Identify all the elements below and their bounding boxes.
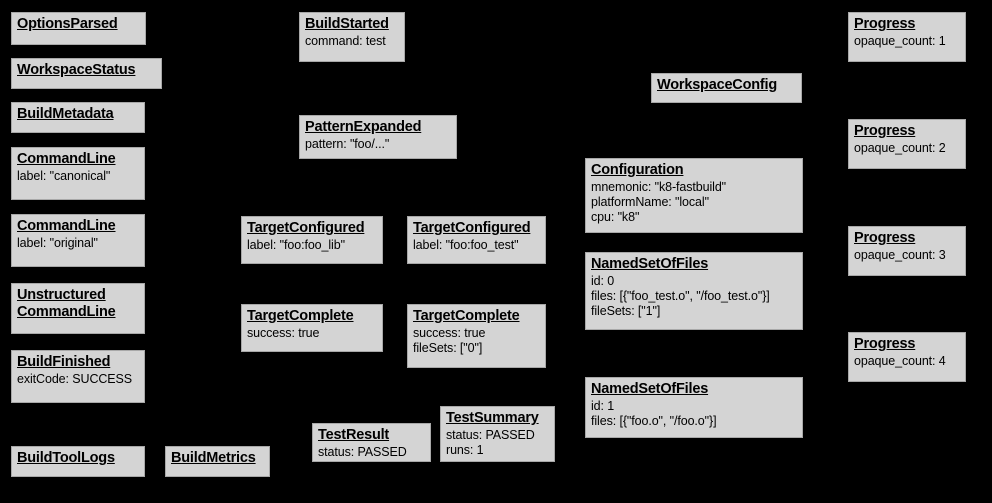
node-field: files: [{"foo_test.o", "/foo_test.o"}] [591,288,770,303]
node-title: OptionsParsed [17,16,118,32]
node-build-started[interactable]: BuildStarted command: test [299,12,405,62]
node-title: TestResult [318,427,390,443]
node-title: TargetComplete [247,308,354,324]
node-field: status: PASSED [446,428,535,443]
node-progress-3[interactable]: Progress opaque_count: 3 [848,226,966,276]
node-title: Progress [854,123,916,139]
node-field: opaque_count: 4 [854,354,946,369]
node-title: BuildMetadata [17,106,114,122]
node-target-configured-foo-test[interactable]: TargetConfigured label: "foo:foo_test" [407,216,546,264]
node-title: Progress [854,16,916,32]
node-field: runs: 1 [446,442,484,457]
node-title: BuildFinished [17,354,111,370]
node-field: files: [{"foo.o", "/foo.o"}] [591,413,717,428]
node-title: TargetConfigured [247,220,365,236]
node-build-metadata[interactable]: BuildMetadata [11,102,145,133]
node-workspace-status[interactable]: WorkspaceStatus [11,58,162,89]
node-build-tool-logs[interactable]: BuildToolLogs [11,446,145,477]
node-command-line-canonical[interactable]: CommandLine label: "canonical" [11,147,145,200]
node-title: Progress [854,336,916,352]
node-command-line-original[interactable]: CommandLine label: "original" [11,214,145,267]
node-field: opaque_count: 1 [854,34,946,49]
node-progress-1[interactable]: Progress opaque_count: 1 [848,12,966,62]
node-configuration[interactable]: Configuration mnemonic: "k8-fastbuild"pla… [585,158,803,233]
node-unstructured-command-line[interactable]: Unstructured CommandLine [11,283,145,334]
node-field: fileSets: ["0"] [413,340,483,355]
node-title: WorkspaceConfig [657,77,778,93]
node-title: WorkspaceStatus [17,62,136,78]
node-field: cpu: "k8" [591,209,640,224]
node-field: fileSets: ["1"] [591,303,661,318]
node-test-result[interactable]: TestResult status: PASSED [312,423,431,462]
node-title: PatternExpanded [305,119,422,135]
node-title: TargetConfigured [413,220,531,236]
node-field: pattern: "foo/..." [305,137,390,152]
node-field: label: "original" [17,236,98,251]
node-field: id: 1 [591,399,615,414]
node-field: command: test [305,34,386,49]
node-target-configured-foo-lib[interactable]: TargetConfigured label: "foo:foo_lib" [241,216,383,264]
node-pattern-expanded[interactable]: PatternExpanded pattern: "foo/..." [299,115,457,159]
node-title: Progress [854,230,916,246]
node-title: NamedSetOfFiles [591,256,709,272]
node-title: Unstructured CommandLine [17,287,116,321]
node-field: mnemonic: "k8-fastbuild" [591,180,727,195]
node-field: status: PASSED [318,445,407,460]
node-field: exitCode: SUCCESS [17,372,133,387]
node-title: BuildStarted [305,16,389,32]
node-progress-2[interactable]: Progress opaque_count: 2 [848,119,966,169]
node-title: BuildMetrics [171,450,256,466]
node-title: CommandLine [17,151,116,167]
node-title: Configuration [591,162,684,178]
node-field: opaque_count: 2 [854,141,946,156]
node-build-finished[interactable]: BuildFinished exitCode: SUCCESS [11,350,145,403]
node-target-complete-foo-lib[interactable]: TargetComplete success: true [241,304,383,352]
node-field: id: 0 [591,274,615,289]
node-workspace-config[interactable]: WorkspaceConfig [651,73,802,103]
node-field: opaque_count: 3 [854,248,946,263]
node-field: success: true [247,326,320,341]
node-field: platformName: "local" [591,194,709,209]
node-title: CommandLine [17,218,116,234]
node-title: TargetComplete [413,308,520,324]
node-field: success: true [413,326,486,341]
node-options-parsed[interactable]: OptionsParsed [11,12,146,45]
node-field: label: "canonical" [17,169,111,184]
node-progress-4[interactable]: Progress opaque_count: 4 [848,332,966,382]
node-title: TestSummary [446,410,539,426]
node-field: label: "foo:foo_test" [413,238,519,253]
node-build-metrics[interactable]: BuildMetrics [165,446,270,477]
node-title: NamedSetOfFiles [591,381,709,397]
node-title: BuildToolLogs [17,450,115,466]
node-field: label: "foo:foo_lib" [247,238,345,253]
